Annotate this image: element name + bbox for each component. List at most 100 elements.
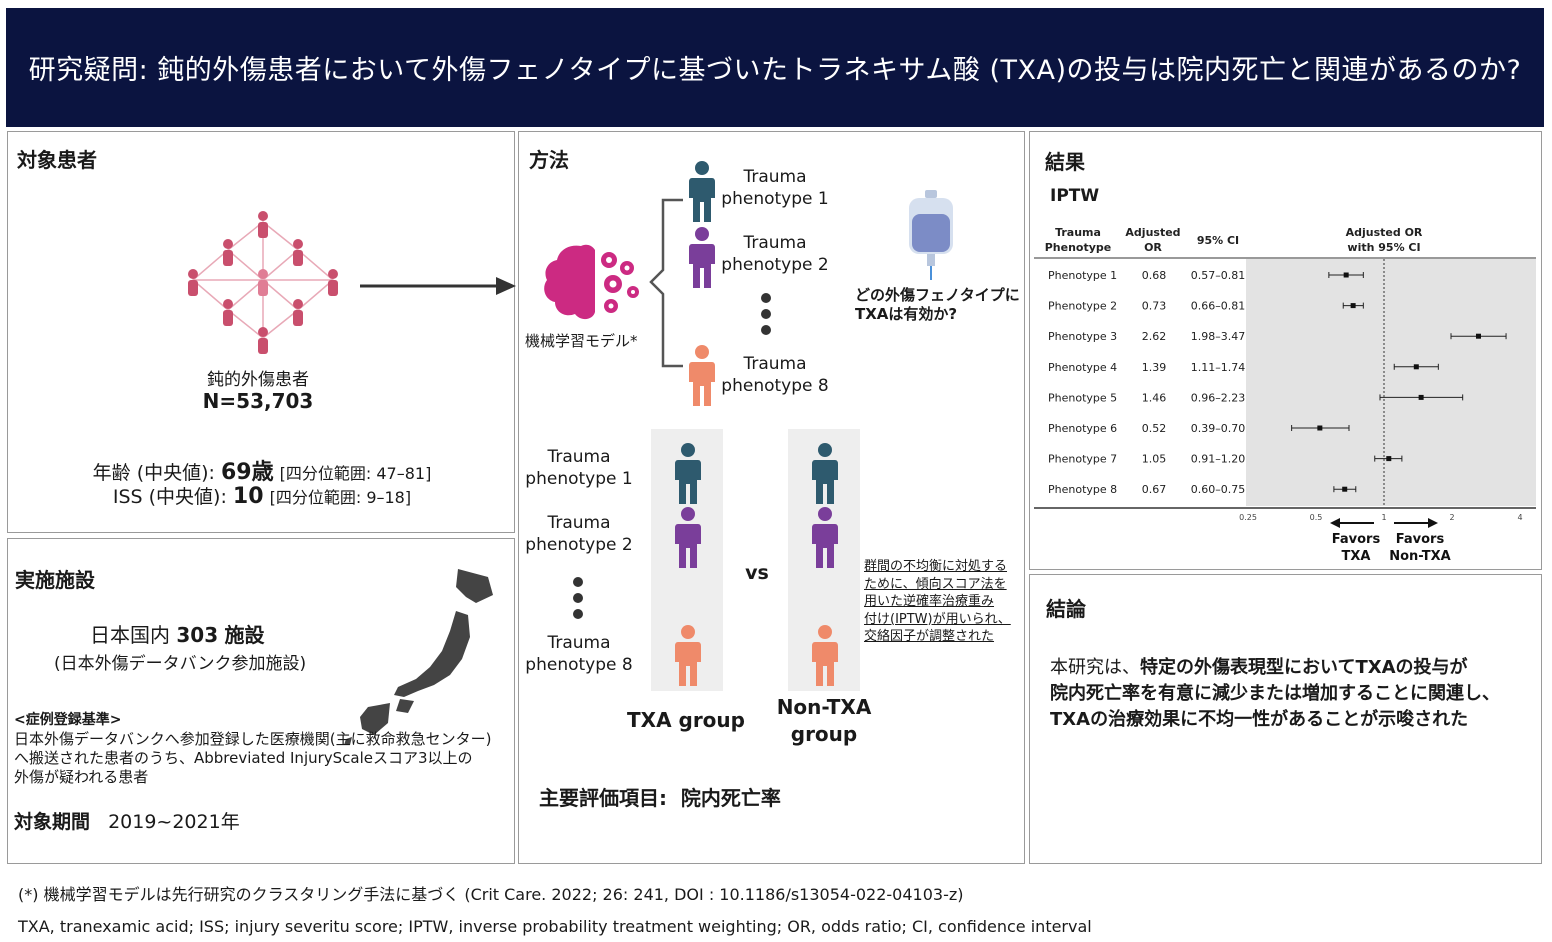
phenotype-1-line2: phenotype 1 <box>721 189 829 209</box>
header-ci: 95% CI <box>1197 234 1239 247</box>
row-or-2: 0.73 <box>1142 300 1167 313</box>
header-or-2: OR <box>1144 241 1162 254</box>
row-label-3: Phenotype 3 <box>1048 330 1117 343</box>
age-prefix: 年齢 (中央値): <box>92 462 215 484</box>
header-plot-2: with 95% CI <box>1347 241 1420 254</box>
row-or-1: 0.68 <box>1142 269 1167 282</box>
ellipsis-dots <box>761 293 771 335</box>
facilities-panel: 実施施設 日本国内 303 施設 (日本外傷データバンク参加施設) <症例登録基… <box>7 538 515 864</box>
row-label-4: Phenotype 4 <box>1048 361 1117 374</box>
nontxa-group-line1: Non-TXA <box>776 695 872 719</box>
txa-person-phenotype-2 <box>675 507 701 568</box>
age-value: 69歳 <box>220 460 274 485</box>
results-subtitle: IPTW <box>1050 186 1100 206</box>
or-point-8 <box>1342 486 1348 492</box>
facility-source: (日本外傷データバンク参加施設) <box>54 654 307 674</box>
facility-prefix: 日本国内 <box>90 623 170 647</box>
patients-title: 対象患者 <box>17 148 97 172</box>
lower-phenotype-8-label: Trauma phenotype 8 <box>523 632 635 676</box>
iptw-note-line-1: 群間の不均衡に対処する <box>864 559 1008 574</box>
or-point-3 <box>1475 333 1481 339</box>
conclusion-line3: TXAの治療効果に不均一性があることが示唆された <box>1050 709 1469 730</box>
age-line: 年齢 (中央値): 69歳 [四分位範囲: 47–81] <box>8 454 516 486</box>
plot-background <box>1246 259 1536 506</box>
row-ci-7: 0.91–1.20 <box>1191 453 1245 466</box>
lower-phenotype-2-line2: phenotype 2 <box>525 535 633 555</box>
row-or-4: 1.39 <box>1142 361 1167 374</box>
or-point-1 <box>1343 272 1349 278</box>
row-label-7: Phenotype 7 <box>1048 453 1117 466</box>
row-ci-8: 0.60–0.75 <box>1191 483 1245 496</box>
header-phenotype-1: Trauma <box>1055 226 1101 239</box>
header-phenotype-2: Phenotype <box>1045 241 1112 254</box>
lower-phenotype-8-line2: phenotype 8 <box>525 655 633 675</box>
methods-title: 方法 <box>529 148 569 172</box>
row-ci-6: 0.39–0.70 <box>1191 422 1245 435</box>
iss-value: 10 <box>232 484 264 509</box>
row-or-8: 0.67 <box>1142 483 1167 496</box>
lower-phenotype-1-line1: Trauma <box>547 447 611 467</box>
criteria-line-3: 外傷が疑われる患者 <box>14 768 149 786</box>
results-panel: 結果 IPTW Trauma Phenotype Adjusted OR 95%… <box>1029 131 1542 570</box>
ml-model-label: 機械学習モデル* <box>525 332 638 350</box>
iptw-note-line-2: ために、傾向スコア法を <box>864 576 1007 592</box>
row-or-3: 2.62 <box>1142 330 1167 343</box>
row-ci-4: 1.11–1.74 <box>1191 361 1245 374</box>
x-tick-label-2: 0.5 <box>1310 513 1323 522</box>
phenotype-1-label: Trauma phenotype 1 <box>719 166 831 210</box>
nontxa-group-label: Non-TXA group <box>757 694 891 748</box>
row-label-1: Phenotype 1 <box>1048 269 1117 282</box>
research-question: 研究疑問: 鈍的外傷患者において外傷フェノタイプに基づいたトラネキサム酸 (TX… <box>28 55 1522 86</box>
iptw-note-line-5: 交絡因子が調整された <box>864 629 995 644</box>
age-iqr: [四分位範囲: 47–81] <box>279 464 432 483</box>
facilities-title: 実施施設 <box>15 568 95 592</box>
footer-note: (*) 機械学習モデルは先行研究のクラスタリング手法に基づく (Crit Car… <box>18 885 964 904</box>
question-line-2: TXAは有効か? <box>855 305 958 323</box>
nontxa-person-phenotype-8 <box>812 625 838 686</box>
vs-label: vs <box>745 562 769 584</box>
favors-txa-line1: Favors <box>1332 532 1381 547</box>
lower-phenotype-1-label: Trauma phenotype 1 <box>523 446 635 490</box>
facility-count-line: 日本国内 303 施設 <box>90 619 264 648</box>
brain-gear-icon <box>544 244 639 320</box>
criteria-line-2: へ搬送された患者のうち、Abbreviated InjuryScaleスコア3以… <box>14 749 473 767</box>
period-line: 対象期間 2019~2021年 <box>14 807 240 834</box>
conclusion-line1-bold: 特定の外傷表現型においてTXAの投与が <box>1140 657 1468 678</box>
x-tick-label-1: 0.25 <box>1239 513 1257 522</box>
phenotype-8-line2: phenotype 8 <box>721 376 829 396</box>
iv-bag-icon <box>909 190 953 280</box>
facility-count: 303 <box>176 623 219 647</box>
phenotype-8-line1: Trauma <box>743 354 807 374</box>
row-ci-5: 0.96–2.23 <box>1191 391 1245 404</box>
results-title: 結果 <box>1045 150 1085 174</box>
lower-phenotype-1-line2: phenotype 1 <box>525 469 633 489</box>
period-value: 2019~2021年 <box>108 811 240 833</box>
lower-phenotype-8-line1: Trauma <box>547 633 611 653</box>
patient-network-icon <box>188 211 338 354</box>
question-line-1: どの外傷フェノタイプに <box>855 286 1020 304</box>
iss-iqr: [四分位範囲: 9–18] <box>269 488 412 507</box>
or-point-2 <box>1350 303 1356 309</box>
row-ci-3: 1.98–3.47 <box>1191 330 1245 343</box>
iptw-note: 群間の不均衡に対処する ために、傾向スコア法を 用いた逆確率治療重み 付け(IP… <box>864 558 1011 646</box>
favors-nontxa-line2: Non-TXA <box>1389 549 1451 564</box>
row-label-5: Phenotype 5 <box>1048 391 1117 404</box>
favors-txa-line2: TXA <box>1342 549 1371 564</box>
phenotype-2-label: Trauma phenotype 2 <box>719 232 831 276</box>
nontxa-person-phenotype-2 <box>812 507 838 568</box>
patients-count: N=53,703 <box>202 389 314 413</box>
forest-plot: Trauma Phenotype Adjusted OR 95% CI Adju… <box>1034 226 1536 564</box>
patients-panel: 対象患者 鈍的外傷患者 N=53,703 年齢 (中央値): 69歳 [四分位範… <box>7 131 515 533</box>
methods-panel: 方法 機械学習モデル* Trauma phenotype 1 Trauma ph… <box>518 131 1025 864</box>
lower-phenotype-2-label: Trauma phenotype 2 <box>523 512 635 556</box>
phenotype-1-line1: Trauma <box>743 167 807 187</box>
row-or-7: 1.05 <box>1142 453 1167 466</box>
iss-line: ISS (中央値): 10 [四分位範囲: 9–18] <box>8 482 516 509</box>
conclusion-panel: 結論 本研究は、特定の外傷表現型においてTXAの投与が 院内死亡率を有意に減少ま… <box>1029 574 1542 864</box>
flow-arrow <box>360 277 516 295</box>
row-ci-1: 0.57–0.81 <box>1191 269 1245 282</box>
person-icon-phenotype-1 <box>689 161 715 222</box>
criteria-line-1: 日本外傷データバンクへ参加登録した医療機関(主に救命救急センター) <box>14 730 492 748</box>
iptw-note-line-3: 用いた逆確率治療重み <box>864 594 995 609</box>
facility-suffix: 施設 <box>224 623 265 647</box>
